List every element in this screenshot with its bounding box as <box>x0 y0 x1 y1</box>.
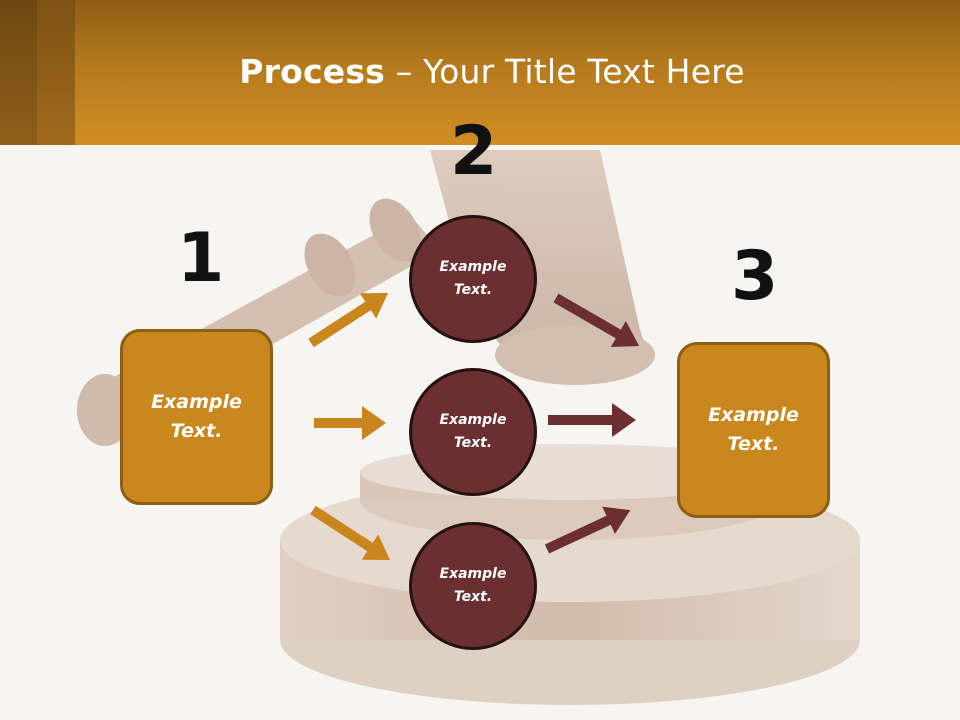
arrow-circle1-to-box3 <box>553 293 640 347</box>
step-1-box[interactable]: Example Text. <box>120 329 273 505</box>
circle-top-label: Example Text. <box>440 256 507 302</box>
circle-top-line2: Text. <box>453 282 493 298</box>
circle-bottom-label: Example Text. <box>440 563 507 609</box>
circle-middle-label: Example Text. <box>440 409 507 455</box>
step-2-circle-bottom[interactable]: Example Text. <box>409 522 537 650</box>
banner-accent-right <box>37 0 75 145</box>
circle-bottom-line1: Example <box>439 566 507 582</box>
title-rest: – Your Title Text Here <box>385 52 745 91</box>
banner-accent-left <box>0 0 37 145</box>
circle-middle-line1: Example <box>439 412 507 428</box>
step-number-3: 3 <box>731 237 779 316</box>
step-3-box[interactable]: Example Text. <box>677 342 830 518</box>
step-1-box-label: Example Text. <box>151 388 242 446</box>
title-bold: Process <box>239 52 386 91</box>
step-1-label-line2: Text. <box>170 420 223 442</box>
step-number-2: 2 <box>450 112 498 191</box>
arrow-circle2-to-box3 <box>548 403 636 437</box>
arrow-box1-to-circle3 <box>310 505 391 561</box>
title-banner <box>0 0 960 145</box>
step-2-circle-top[interactable]: Example Text. <box>409 215 537 343</box>
arrow-box1-to-circle1 <box>308 292 389 348</box>
arrow-box1-to-circle2 <box>314 406 386 440</box>
circle-top-line1: Example <box>439 259 507 275</box>
arrow-circle3-to-box3 <box>544 506 631 554</box>
slide-title[interactable]: Process – Your Title Text Here <box>0 52 960 91</box>
step-3-label-line1: Example <box>708 404 799 426</box>
step-number-1: 1 <box>177 219 225 298</box>
step-1-label-line1: Example <box>151 391 242 413</box>
step-3-label-line2: Text. <box>727 433 780 455</box>
step-2-circle-middle[interactable]: Example Text. <box>409 368 537 496</box>
step-3-box-label: Example Text. <box>708 401 799 459</box>
circle-bottom-line2: Text. <box>453 589 493 605</box>
circle-middle-line2: Text. <box>453 435 493 451</box>
